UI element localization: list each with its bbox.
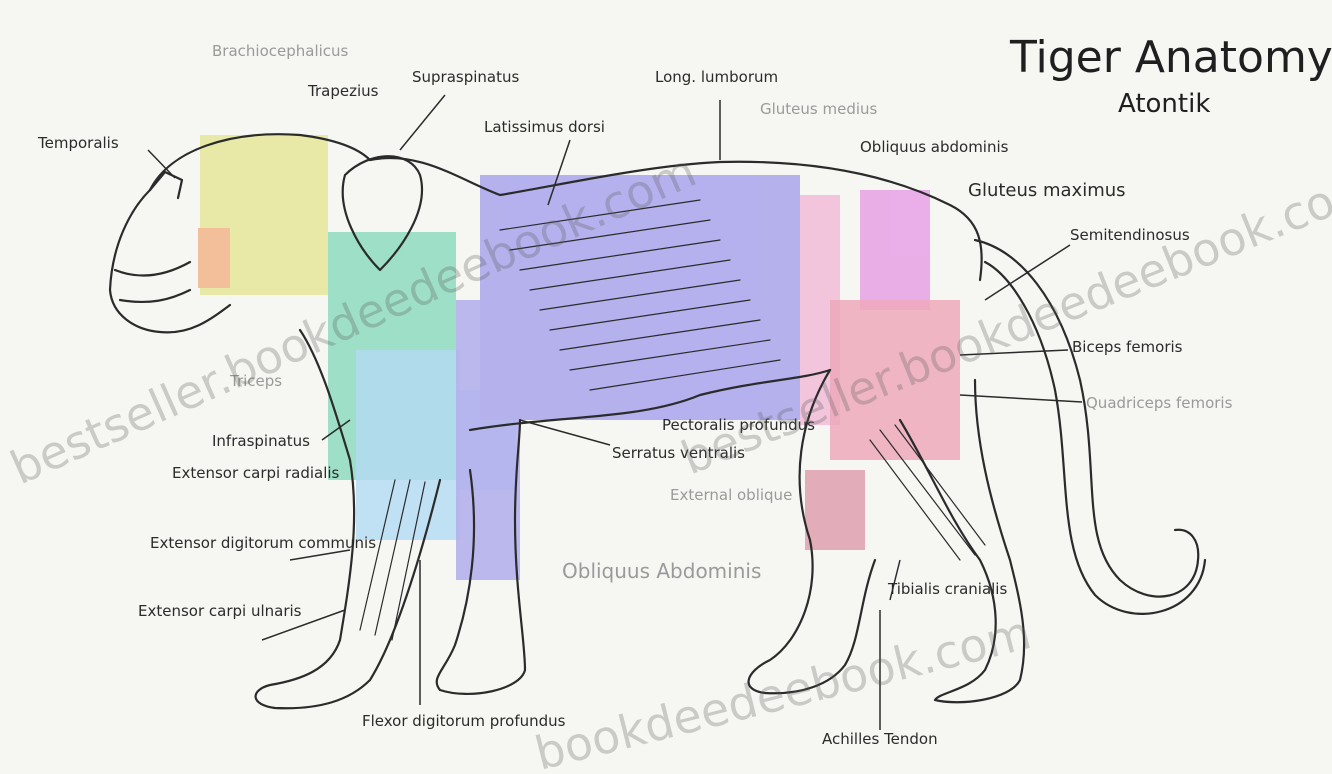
leader-serratus bbox=[520, 420, 610, 445]
region-cheek-orange bbox=[198, 228, 230, 288]
faint-label-obliquus: Obliquus Abdominis bbox=[562, 559, 761, 583]
label-latissimus: Latissimus dorsi bbox=[484, 118, 605, 136]
diagram-title: Tiger Anatomy bbox=[1009, 32, 1332, 83]
label-trapezius: Trapezius bbox=[307, 82, 379, 100]
label-achilles: Achilles Tendon bbox=[822, 730, 938, 748]
label-biceps-femoris: Biceps femoris bbox=[1072, 338, 1183, 356]
label-extensor-carpi-radialis: Extensor carpi radialis bbox=[172, 464, 340, 482]
label-quadriceps: Quadriceps femoris bbox=[1086, 394, 1233, 412]
label-gluteus: Gluteus maximus bbox=[968, 180, 1126, 201]
leader-quadriceps bbox=[960, 395, 1082, 402]
ear-outline bbox=[150, 172, 182, 198]
label-supraspinatus: Supraspinatus bbox=[412, 68, 519, 86]
label-obliquus: Obliquus abdominis bbox=[860, 138, 1009, 156]
jaw-outline bbox=[115, 262, 190, 302]
diagram-subtitle: Atontik bbox=[1118, 89, 1210, 119]
label-extensor-digitorum: Extensor digitorum communis bbox=[150, 534, 376, 552]
label-external-oblique: External oblique bbox=[670, 486, 792, 504]
watermark-bottom: bookdeedeebook.com bbox=[530, 605, 1037, 774]
label-long-muscle: Long. lumborum bbox=[655, 68, 778, 86]
region-forearm-blue bbox=[356, 350, 460, 540]
region-foreleg-purple bbox=[456, 300, 520, 580]
faint-label-gluteus-medius: Gluteus medius bbox=[760, 100, 878, 118]
region-hip-magenta bbox=[860, 190, 930, 310]
label-temporalis: Temporalis bbox=[37, 134, 119, 152]
label-tibialis: Tibialis cranialis bbox=[887, 580, 1007, 598]
faint-label-brachiocephalicus: Brachiocephalicus bbox=[212, 42, 349, 60]
leader-supraspinatus bbox=[400, 95, 445, 150]
label-extensor-carpi-ulnaris: Extensor carpi ulnaris bbox=[138, 602, 302, 620]
region-shin-rose bbox=[805, 470, 865, 550]
label-infraspinatus: Infraspinatus bbox=[212, 432, 310, 450]
